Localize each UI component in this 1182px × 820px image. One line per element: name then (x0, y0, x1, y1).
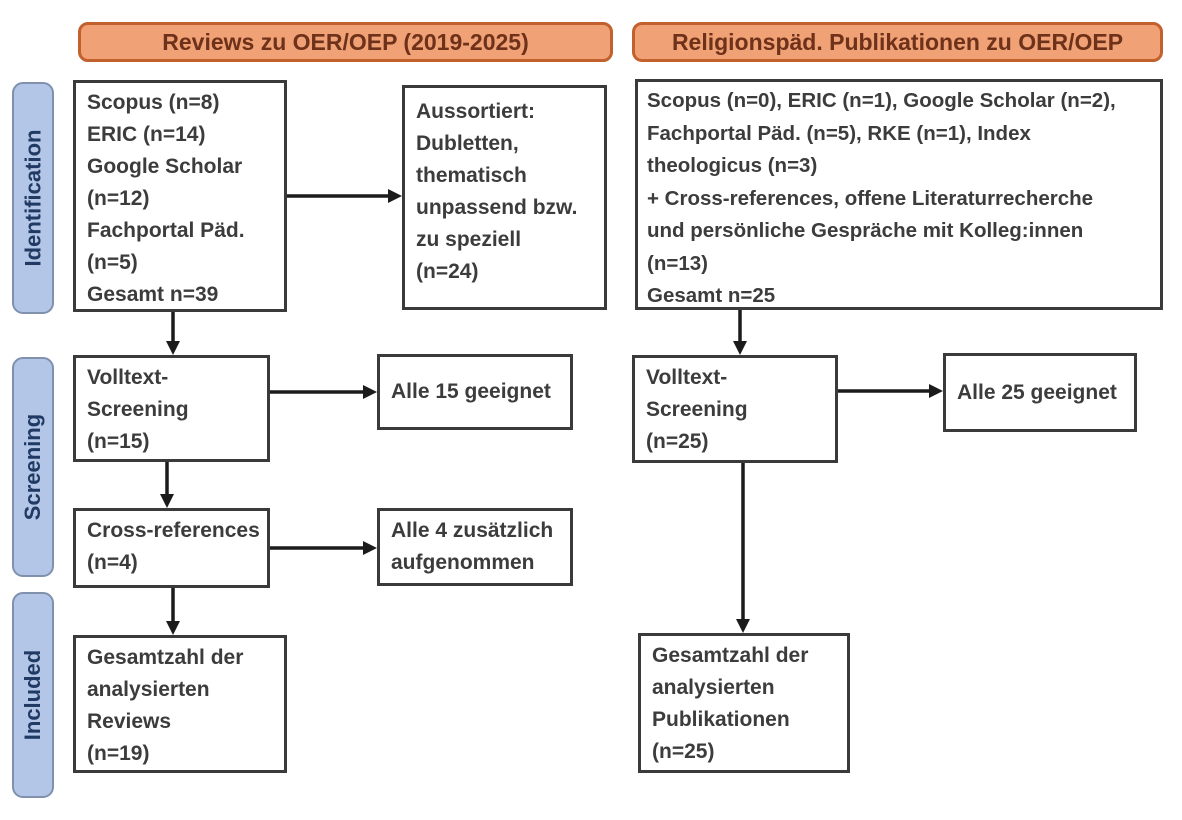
arrow-left-sources-to-excluded (287, 189, 402, 203)
box-left-included-total: Gesamtzahl der analysierten Reviews (n=1… (73, 635, 287, 773)
stage-label-included: Included (12, 592, 54, 798)
stage-label-identification-text: Identification (20, 129, 46, 267)
stage-label-included-text: Included (20, 649, 46, 741)
box-left-excluded: Aussortiert: Dubletten, thematisch unpas… (402, 85, 607, 310)
box-right-fulltext-result: Alle 25 geeignet (943, 353, 1137, 432)
stage-label-screening: Screening (12, 357, 54, 577)
box-left-identification-sources: Scopus (n=8) ERIC (n=14) Google Scholar … (73, 80, 287, 312)
column-header-religionspaed: Religionspäd. Publikationen zu OER/OEP (632, 22, 1163, 62)
box-left-fulltext-result: Alle 15 geeignet (377, 354, 573, 430)
box-right-included-total: Gesamtzahl der analysierten Publikatione… (638, 633, 850, 773)
arrow-left-crossref-to-result (270, 541, 377, 555)
box-left-crossreferences-result: Alle 4 zusätzlich aufgenommen (377, 508, 573, 586)
arrow-left-sources-to-fulltext (166, 312, 180, 355)
arrow-right-sources-to-fulltext (733, 310, 747, 355)
arrow-left-fulltext-to-crossref (160, 462, 174, 508)
arrow-left-fulltext-to-result (270, 385, 377, 399)
stage-label-screening-text: Screening (20, 413, 45, 521)
arrow-right-fulltext-to-result (838, 384, 943, 398)
arrow-right-fulltext-to-total (736, 463, 750, 633)
column-header-reviews: Reviews zu OER/OEP (2019-2025) (78, 22, 613, 62)
arrow-left-crossref-to-total (166, 588, 180, 635)
box-left-crossreferences: Cross-references (n=4) (73, 508, 270, 588)
box-right-identification-sources: Scopus (n=0), ERIC (n=1), Google Scholar… (635, 79, 1163, 310)
box-left-fulltext-screening: Volltext- Screening (n=15) (73, 355, 270, 462)
box-right-fulltext-screening: Volltext- Screening (n=25) (632, 355, 838, 463)
stage-label-identification: Identification (12, 82, 54, 314)
